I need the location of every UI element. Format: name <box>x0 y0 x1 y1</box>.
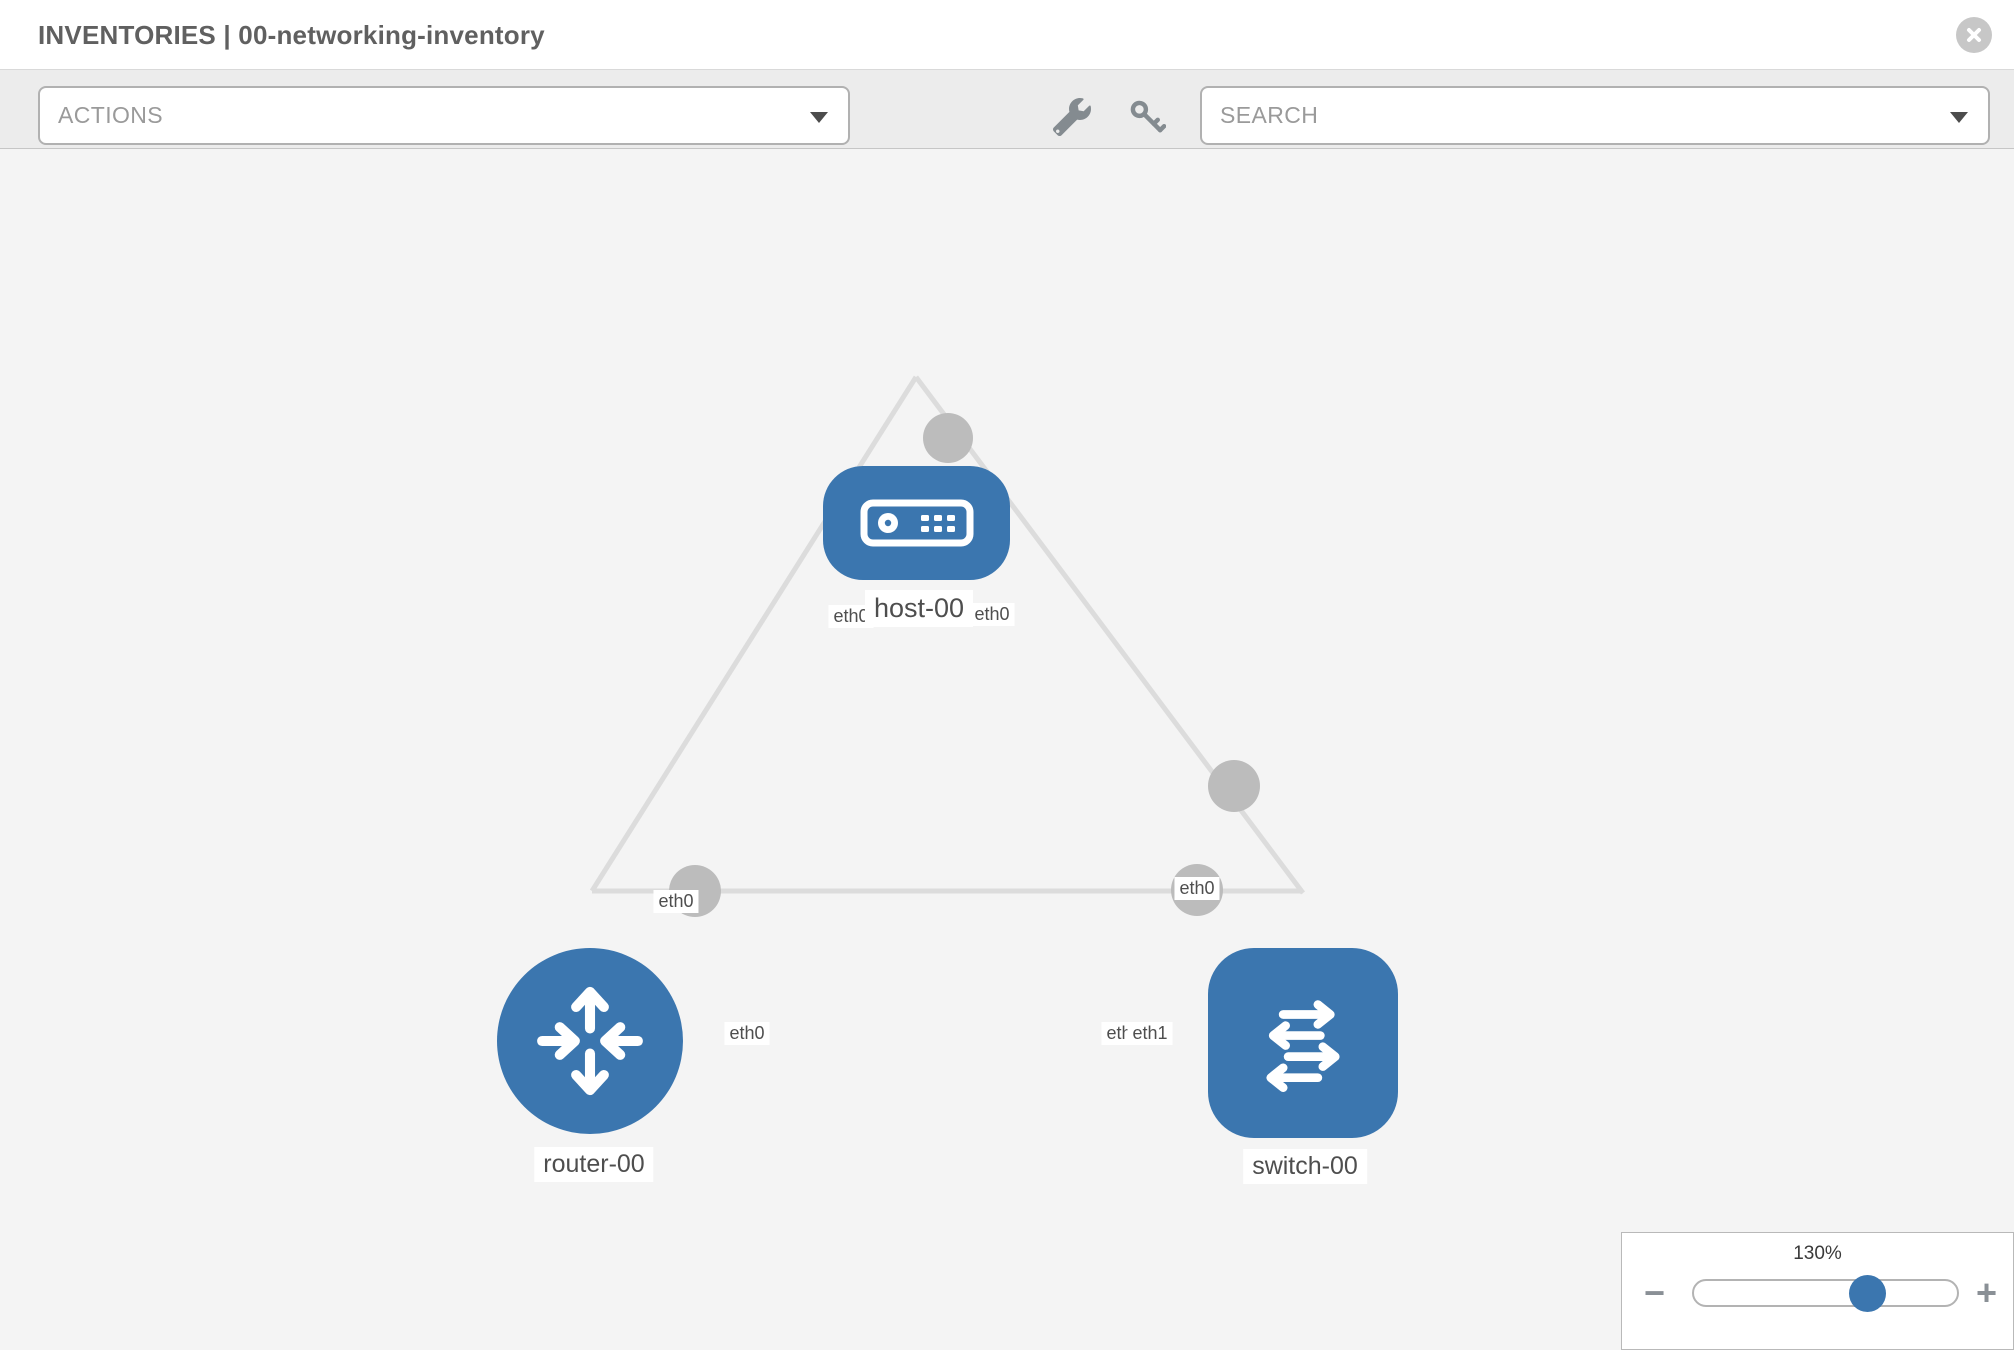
eth-label-host-to-switch: eth0 <box>969 603 1015 626</box>
zoom-slider-thumb[interactable] <box>1849 1275 1886 1312</box>
eth-label-switch-to-router-eth1: eth1 <box>1127 1022 1173 1045</box>
wrench-icon <box>1053 98 1091 136</box>
zoom-control-panel: 130% − + <box>1621 1232 2014 1350</box>
zoom-slider[interactable] <box>1692 1275 1959 1312</box>
search-dropdown-label: SEARCH <box>1220 102 1319 128</box>
node-host-00[interactable] <box>823 466 1010 580</box>
window-header: INVENTORIES | 00-networking-inventory <box>0 0 2014 70</box>
key-credentials-button[interactable] <box>1124 94 1170 140</box>
zoom-in-button[interactable]: + <box>1975 1272 1997 1313</box>
connector-switch-top[interactable] <box>1208 760 1260 812</box>
eth-label-host-to-router: eth0 <box>828 605 874 628</box>
link-host-router[interactable] <box>589 375 919 893</box>
chevron-down-icon <box>810 112 828 123</box>
router-icon <box>537 986 643 1096</box>
zoom-level-value: 130% <box>1793 1243 1842 1264</box>
close-button[interactable] <box>1956 17 1992 53</box>
node-label-router-00: router-00 <box>534 1147 654 1182</box>
node-switch-00[interactable] <box>1208 948 1398 1138</box>
eth-label-router-to-switch: eth0 <box>724 1022 770 1045</box>
zoom-out-button[interactable]: − <box>1644 1272 1666 1313</box>
search-dropdown[interactable]: SEARCH <box>1200 86 1990 145</box>
node-label-host-00: host-00 <box>864 590 974 627</box>
actions-dropdown[interactable]: ACTIONS <box>38 86 850 145</box>
actions-dropdown-label: ACTIONS <box>58 102 164 128</box>
switch-icon <box>1266 1000 1340 1092</box>
page-title: INVENTORIES | 00-networking-inventory <box>38 20 545 50</box>
configure-tools-button[interactable] <box>1049 94 1095 140</box>
eth-label-router-to-host: eth0 <box>653 890 699 913</box>
connector-host-bottom[interactable] <box>923 413 973 463</box>
topology-links-layer <box>589 375 1305 917</box>
host-icon <box>860 499 973 547</box>
close-icon <box>1967 28 1981 42</box>
toolbar: ACTIONS SEARCH <box>0 70 2014 149</box>
node-label-switch-00: switch-00 <box>1243 1149 1367 1184</box>
eth-label-switch-to-host: eth0 <box>1174 877 1220 900</box>
topology-canvas[interactable]: host-00 router-00 switch-00 eth0 eth0 et… <box>0 150 2014 1350</box>
node-router-00[interactable] <box>497 948 683 1134</box>
key-icon <box>1130 100 1166 133</box>
link-host-switch[interactable] <box>914 375 1305 895</box>
chevron-down-icon <box>1950 112 1968 123</box>
